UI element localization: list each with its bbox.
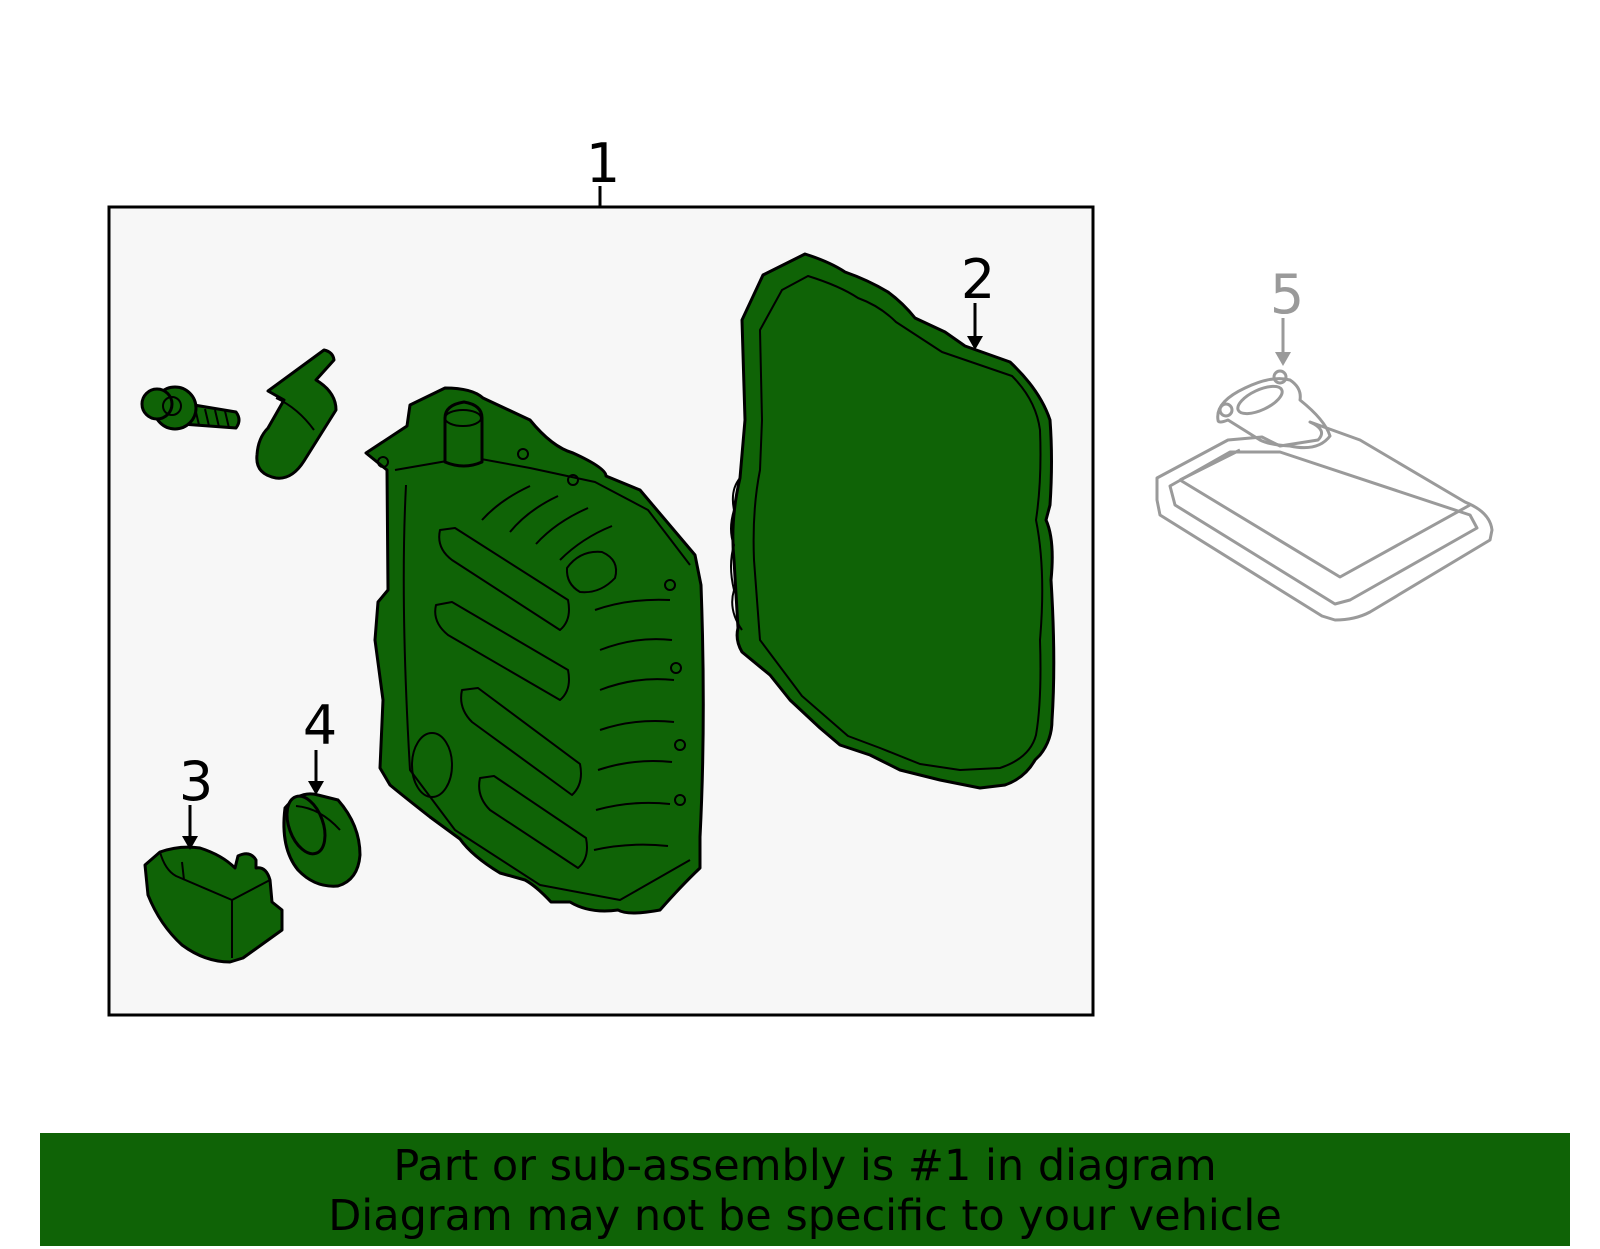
sensor-housing-icon	[143, 845, 284, 964]
callout-4-arrowhead	[308, 781, 324, 795]
callout-1: 1	[586, 132, 620, 195]
banner-line-1: Part or sub-assembly is #1 in diagram	[393, 1141, 1217, 1191]
callout-4: 4	[303, 694, 337, 757]
bracket-clip-icon	[255, 348, 338, 480]
oil-pan-icon	[364, 386, 705, 915]
callout-3: 3	[179, 750, 213, 813]
callout-2-arrowhead	[967, 336, 983, 350]
banner-line-2: Diagram may not be specific to your vehi…	[328, 1191, 1282, 1241]
callout-3-arrowhead	[182, 836, 198, 850]
seal-ring-icon	[282, 792, 362, 888]
transmission-filter-icon	[1155, 369, 1494, 622]
info-banner: Part or sub-assembly is #1 in diagram Di…	[40, 1133, 1570, 1246]
gasket-icon	[730, 252, 1056, 790]
callout-2: 2	[961, 248, 995, 311]
bolt-icon	[140, 385, 241, 431]
callout-5-arrowhead	[1275, 352, 1291, 366]
callout-5: 5	[1270, 263, 1304, 326]
